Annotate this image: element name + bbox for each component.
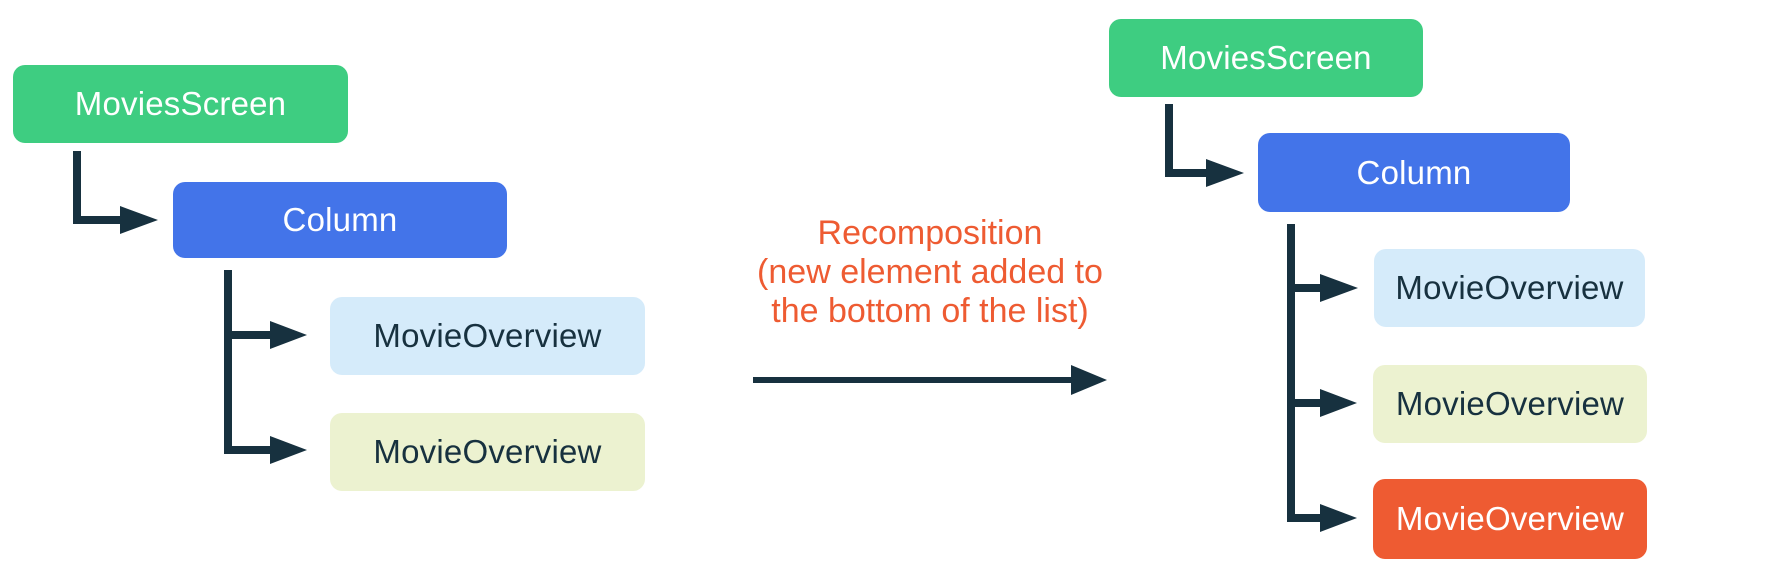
arrowhead-icon [270,321,307,349]
right-node-moviesscreen: MoviesScreen [1109,19,1423,97]
arrowhead-icon [1320,274,1358,302]
left-connector-column-branch [224,270,272,454]
left-connector-moviesscreen-column [73,151,122,224]
left-node-movieoverview-2: MovieOverview [330,413,645,491]
right-connector-moviesscreen-column [1165,104,1208,177]
arrowhead-icon [1320,389,1357,417]
arrowhead-icon [1320,504,1357,532]
right-node-movieoverview-1: MovieOverview [1374,249,1645,327]
left-node-column: Column [173,182,507,258]
arrowhead-icon [1206,159,1244,187]
right-node-column: Column [1258,133,1570,212]
arrowhead-icon [270,436,307,464]
right-node-movieoverview-3-new: MovieOverview [1373,479,1647,559]
right-node-movieoverview-2: MovieOverview [1373,365,1647,443]
right-connector-column-branch [1287,224,1322,522]
left-node-movieoverview-1: MovieOverview [330,297,645,375]
left-node-moviesscreen: MoviesScreen [13,65,348,143]
recomposition-label: Recomposition (new element added to the … [757,214,1103,330]
arrowhead-icon [120,206,158,234]
arrowhead-icon [1071,365,1107,395]
